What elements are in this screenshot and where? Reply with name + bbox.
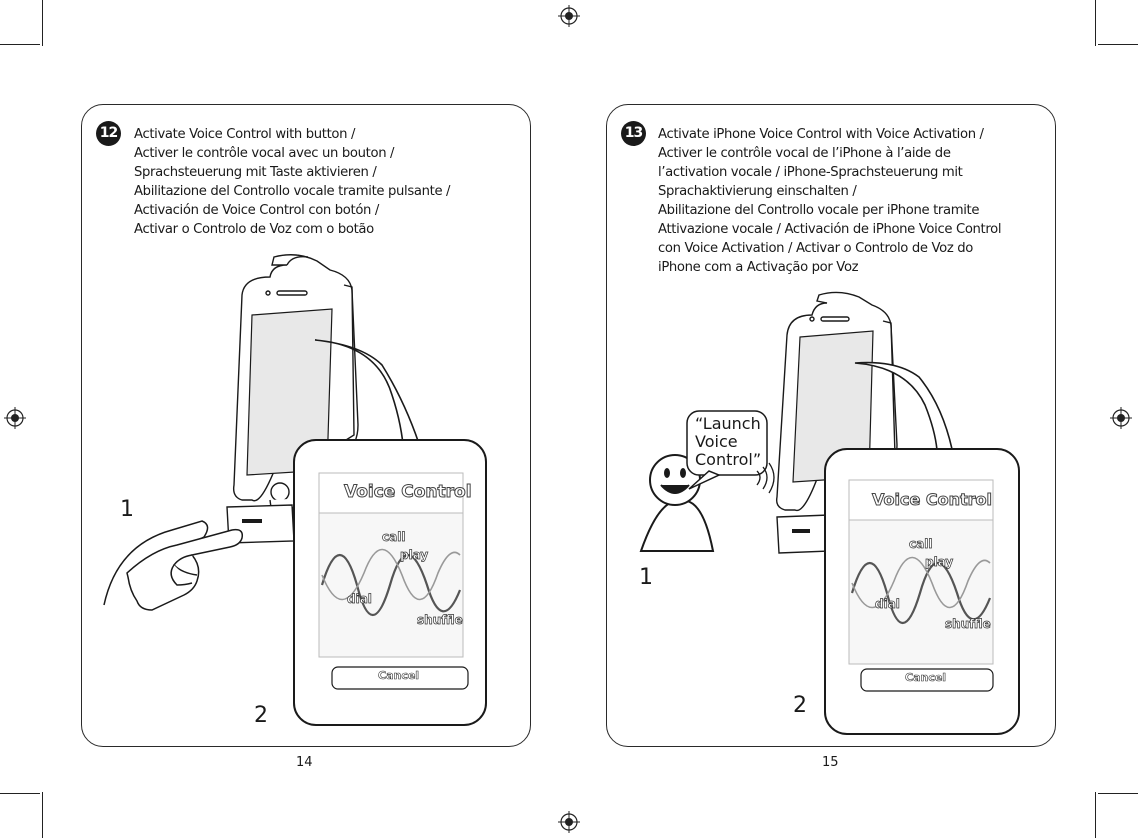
left-illustration [103, 254, 487, 726]
crop-mark [1098, 793, 1138, 794]
registration-mark-icon [558, 811, 580, 833]
instruction-line: Abilitazione del Controllo vocale tramit… [134, 184, 451, 199]
voice-word-play: play [925, 555, 954, 570]
registration-mark-icon [4, 407, 26, 429]
right-illustration [639, 291, 1020, 735]
voice-word-play: play [400, 548, 429, 563]
step-badge: 12 [96, 121, 121, 146]
instruction-line: Abilitazione del Controllo vocale per iP… [658, 203, 980, 218]
speech-line: “Launch [695, 414, 761, 433]
person-illustration [639, 454, 715, 552]
crop-mark [1098, 44, 1138, 45]
instruction-text: Activate Voice Control with button / Act… [134, 125, 451, 239]
callout-number-1: 1 [120, 497, 134, 522]
instruction-line: Sprachaktivierung einschalten / [658, 184, 857, 199]
instruction-line: Activate Voice Control with button / [134, 127, 356, 142]
crop-mark [0, 793, 40, 794]
quote-bubble [686, 410, 768, 476]
callout-number-2: 2 [254, 703, 268, 728]
instruction-line: l’activation vocale / iPhone-Sprachsteue… [658, 165, 963, 180]
crop-mark [0, 44, 40, 45]
voice-word-call: call [909, 537, 933, 552]
voice-word-dial: dial [875, 597, 901, 612]
speech-line: Control” [695, 450, 762, 469]
instruction-line: Activer le contrôle vocal avec un bouton… [134, 146, 395, 161]
voice-word-dial: dial [347, 592, 373, 607]
cancel-button: Cancel [378, 669, 420, 683]
voice-word-shuffle: shuffle [417, 613, 463, 628]
voice-control-title: Voice Control [344, 482, 473, 503]
instruction-text: Activate iPhone Voice Control with Voice… [658, 125, 1002, 277]
pointing-hand-illustration [103, 520, 244, 611]
voice-control-title: Voice Control [871, 490, 993, 510]
voice-word-shuffle: shuffle [945, 617, 991, 632]
registration-mark-icon [1110, 407, 1132, 429]
voice-control-screen [293, 439, 487, 726]
instruction-line: con Voice Activation / Activar o Control… [658, 241, 974, 256]
page-number: 15 [822, 755, 839, 770]
registration-mark-icon [558, 5, 580, 27]
left-step-panel: 12 Activate Voice Control with button / … [81, 104, 531, 747]
instruction-line: Sprachsteuerung mit Taste aktivieren / [134, 165, 377, 180]
instruction-line: Activer le contrôle vocal de l’iPhone à … [658, 146, 951, 161]
callout-number-2: 2 [793, 693, 807, 718]
instruction-line: Activar o Controlo de Voz com o botão [134, 222, 374, 237]
crop-mark [1095, 0, 1096, 46]
voice-word-call: call [382, 530, 406, 545]
crop-mark [1095, 792, 1096, 838]
step-badge: 13 [621, 121, 646, 146]
instruction-line: Activate iPhone Voice Control with Voice… [658, 127, 984, 142]
cancel-button: Cancel [905, 671, 947, 685]
right-step-panel: 13 Activate iPhone Voice Control with Vo… [606, 104, 1056, 747]
page-number: 14 [296, 755, 313, 770]
crop-mark [42, 792, 43, 838]
speech-quote: “Launch Voice Control” [695, 415, 761, 469]
callout-number-1: 1 [639, 565, 653, 590]
instruction-line: Attivazione vocale / Activación de iPhon… [658, 222, 1002, 237]
sound-waves-icon [756, 462, 775, 494]
instruction-line: Activación de Voice Control con botón / [134, 203, 380, 218]
speech-line: Voice [695, 432, 738, 451]
voice-control-screen [824, 448, 1020, 735]
crop-mark [42, 0, 43, 46]
instruction-line: iPhone com a Activação por Voz [658, 260, 859, 275]
